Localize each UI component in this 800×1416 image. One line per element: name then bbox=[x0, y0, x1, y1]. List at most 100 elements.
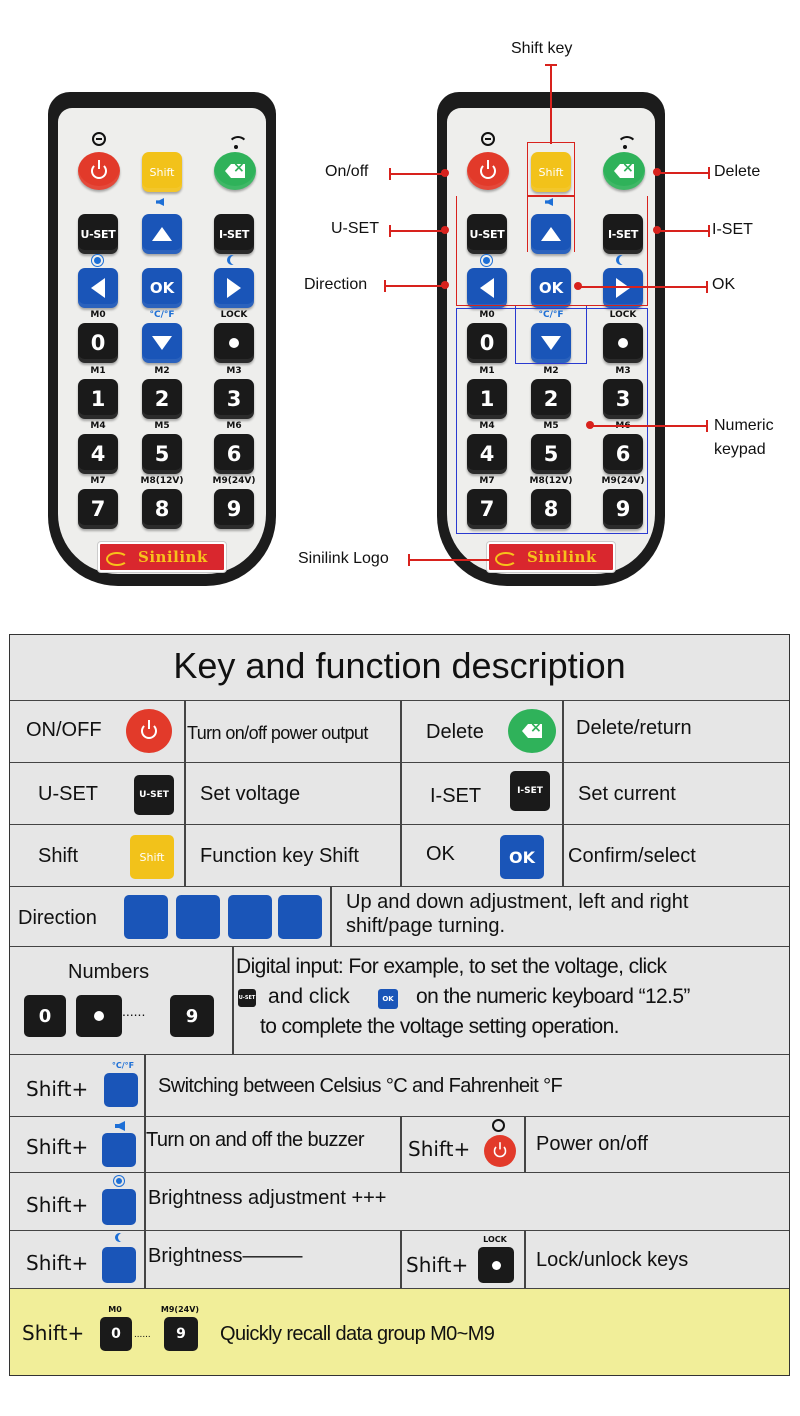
onoff-dot bbox=[441, 169, 449, 177]
table-row: Shift+ °C/°F Switching between Celsius °… bbox=[10, 1055, 789, 1117]
table-row: Shift+ Turn on and off the buzzer Shift+… bbox=[10, 1117, 789, 1173]
down-arrow-icon bbox=[541, 336, 561, 350]
digit-2-key[interactable]: 2 bbox=[531, 379, 571, 419]
left-mini-key bbox=[124, 895, 168, 939]
direction-desc-1: Up and down adjustment, left and right bbox=[346, 891, 689, 913]
left-key[interactable] bbox=[467, 268, 507, 308]
divider bbox=[184, 825, 186, 886]
digit-5-key[interactable]: 5 bbox=[531, 434, 571, 474]
divider bbox=[524, 1231, 526, 1288]
divider bbox=[400, 701, 402, 762]
delete-leader bbox=[660, 167, 710, 179]
delete-key[interactable] bbox=[214, 152, 256, 190]
down-key[interactable] bbox=[142, 323, 182, 363]
anno-ok: OK bbox=[712, 276, 736, 293]
digit-3-key[interactable]: 3 bbox=[603, 379, 643, 419]
label-m9: M9(24V) bbox=[212, 476, 256, 486]
digit-1-key[interactable]: 1 bbox=[467, 379, 507, 419]
delete-key[interactable] bbox=[603, 152, 645, 190]
wifi-icon bbox=[617, 136, 637, 149]
digit-6-key[interactable]: 6 bbox=[214, 434, 254, 474]
remote-right: Shift U-SET I-SET OK M0 °C/°F LOCK 0 M1 … bbox=[437, 92, 665, 586]
anno-onoff: On/off bbox=[325, 163, 369, 180]
digit-7-key[interactable]: 7 bbox=[467, 489, 507, 529]
right-key[interactable] bbox=[603, 268, 643, 308]
label-m2: M2 bbox=[154, 366, 170, 376]
table-row: Shift+ M0 0 ...... M9(24V) 9 Quickly rec… bbox=[10, 1289, 789, 1375]
anno-logo: Sinilink Logo bbox=[298, 550, 389, 567]
digit-0-key[interactable]: 0 bbox=[78, 323, 118, 363]
numbers-desc-3: on the numeric keyboard “12.5” bbox=[416, 985, 690, 1008]
ok-key[interactable]: OK bbox=[531, 268, 571, 308]
recall-desc: Quickly recall data group M0~M9 bbox=[220, 1323, 495, 1345]
label-m4: M4 bbox=[479, 421, 495, 431]
uset-key[interactable]: U-SET bbox=[467, 214, 507, 254]
digit-8-key[interactable]: 8 bbox=[531, 489, 571, 529]
left-arrow-icon bbox=[480, 278, 494, 298]
label-m7: M7 bbox=[90, 476, 106, 486]
uset-key[interactable]: U-SET bbox=[78, 214, 118, 254]
shift-key[interactable]: Shift bbox=[142, 152, 182, 192]
digit-0-key[interactable]: 0 bbox=[467, 323, 507, 363]
table-title-row: Key and function description bbox=[10, 635, 789, 701]
digit-5-key[interactable]: 5 bbox=[142, 434, 182, 474]
uset-desc: Set voltage bbox=[200, 783, 301, 805]
lock-key[interactable] bbox=[214, 323, 254, 363]
table-row: Shift+ Brightness——— Shift+ LOCK Lock/un… bbox=[10, 1231, 789, 1289]
numbers-label: Numbers bbox=[68, 961, 150, 983]
digit-2-key[interactable]: 2 bbox=[142, 379, 182, 419]
shift-frame bbox=[527, 142, 575, 196]
down-key[interactable] bbox=[531, 323, 571, 363]
iset-key[interactable]: I-SET bbox=[214, 214, 254, 254]
shift-mini-key: Shift bbox=[130, 835, 174, 879]
onoff-mini-key bbox=[126, 709, 172, 753]
right-key[interactable] bbox=[214, 268, 254, 308]
divider bbox=[524, 1117, 526, 1172]
divider bbox=[144, 1055, 146, 1116]
lock-key[interactable] bbox=[603, 323, 643, 363]
digit-9-mini-key: 9 bbox=[170, 995, 214, 1037]
dot-icon bbox=[229, 338, 239, 348]
label-m0: M0 bbox=[90, 310, 106, 320]
onoff-leader bbox=[389, 168, 445, 180]
digit-9-key[interactable]: 9 bbox=[214, 489, 254, 529]
buzzer-desc: Turn on and off the buzzer bbox=[146, 1129, 364, 1151]
up-arrow-icon bbox=[541, 227, 561, 241]
right-mini-key bbox=[176, 895, 220, 939]
label-cf: °C/°F bbox=[149, 310, 175, 320]
iset-key[interactable]: I-SET bbox=[603, 214, 643, 254]
shift-key[interactable]: Shift bbox=[531, 152, 571, 192]
numbers-desc-1: Digital input: For example, to set the v… bbox=[236, 955, 667, 978]
ok-key[interactable]: OK bbox=[142, 268, 182, 308]
onoff-key[interactable] bbox=[467, 152, 509, 190]
up-key[interactable] bbox=[142, 214, 182, 254]
lock-mini-key bbox=[478, 1247, 514, 1283]
speaker-icon bbox=[156, 198, 164, 206]
uset-mini-key: U-SET bbox=[134, 775, 174, 815]
left-key[interactable] bbox=[78, 268, 118, 308]
ok-tiny-key: OK bbox=[378, 989, 398, 1009]
direction-frame-bottom bbox=[515, 306, 587, 364]
sun-icon bbox=[94, 257, 101, 264]
digit-7-key[interactable]: 7 bbox=[78, 489, 118, 529]
table-row: Numbers 0 ...... 9 Digital input: For ex… bbox=[10, 947, 789, 1055]
power-icon bbox=[481, 132, 495, 146]
onoff-label: ON/OFF bbox=[26, 719, 102, 741]
digit-3-key[interactable]: 3 bbox=[214, 379, 254, 419]
logo-mark-icon bbox=[495, 549, 517, 566]
digit-1-key[interactable]: 1 bbox=[78, 379, 118, 419]
onoff-key[interactable] bbox=[78, 152, 120, 190]
digit-4-key[interactable]: 4 bbox=[467, 434, 507, 474]
digit-4-key[interactable]: 4 bbox=[78, 434, 118, 474]
down-arrow-icon bbox=[152, 336, 172, 350]
digit-9-key[interactable]: 9 bbox=[603, 489, 643, 529]
label-m6: M6 bbox=[226, 421, 242, 431]
delete-icon bbox=[614, 164, 634, 178]
logo-mark-icon bbox=[106, 549, 128, 566]
power-icon bbox=[92, 132, 106, 146]
up-key[interactable] bbox=[531, 214, 571, 254]
digit-6-key[interactable]: 6 bbox=[603, 434, 643, 474]
shift-plus-label: Shift+ bbox=[26, 1193, 89, 1217]
digit-8-key[interactable]: 8 bbox=[142, 489, 182, 529]
anno-direction: Direction bbox=[304, 276, 368, 293]
